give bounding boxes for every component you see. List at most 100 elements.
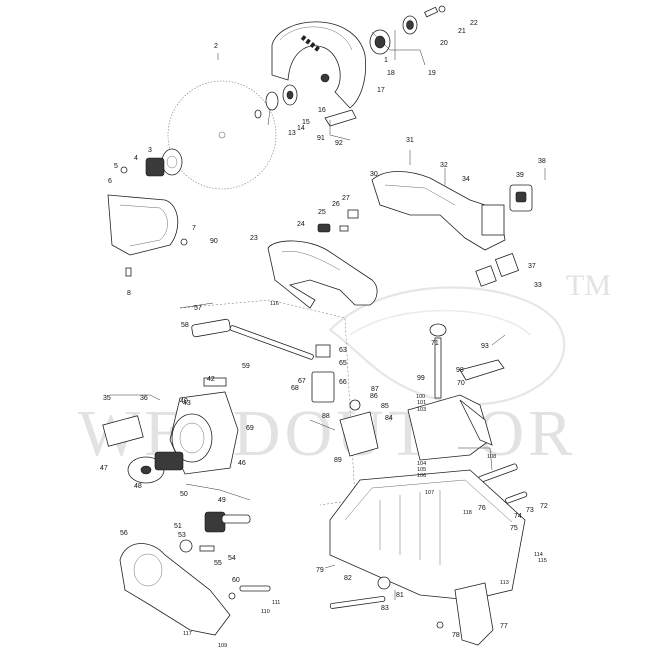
callout-101: 101 [417, 400, 426, 406]
callout-104: 104 [417, 461, 426, 467]
callout-72: 72 [540, 503, 548, 510]
callout-98: 98 [456, 367, 464, 374]
watermark: WELDOUTLOR TM [78, 269, 611, 470]
callout-91: 91 [317, 135, 325, 142]
callout-76: 76 [478, 505, 486, 512]
callout-53: 53 [178, 532, 186, 539]
callout-78: 78 [452, 632, 460, 639]
callout-49: 49 [218, 497, 226, 504]
callout-93: 93 [481, 343, 489, 350]
callout-31: 31 [406, 137, 414, 144]
saw-blade [167, 80, 277, 190]
blade-guard: ∎∎∎∎ [271, 21, 367, 109]
spindle-parts [369, 5, 446, 55]
callout-2: 2 [214, 43, 218, 50]
callout-6: 6 [108, 178, 112, 185]
switch-parts [317, 209, 359, 233]
callout-36: 36 [140, 395, 148, 402]
callout-65: 65 [339, 360, 347, 367]
callout-26: 26 [332, 201, 340, 208]
callout-55: 55 [214, 560, 222, 567]
callout-40: 40 [180, 398, 188, 405]
callout-37: 37 [528, 263, 536, 270]
callout-51: 51 [174, 523, 182, 530]
callout-48: 48 [134, 483, 142, 490]
motor-assembly [102, 391, 239, 484]
callout-90: 90 [210, 238, 218, 245]
callout-42: 42 [207, 376, 215, 383]
callout-81: 81 [396, 592, 404, 599]
callout-54: 54 [228, 555, 236, 562]
callout-1: 1 [384, 57, 388, 64]
callout-74: 74 [514, 513, 522, 520]
callout-8: 8 [127, 290, 131, 297]
watermark-swirl [328, 286, 566, 406]
callout-4: 4 [134, 155, 138, 162]
callout-71: 71 [431, 340, 439, 347]
callout-67: 67 [298, 378, 306, 385]
callout-88: 88 [322, 413, 330, 420]
armature-gears [179, 511, 251, 553]
callout-105: 105 [417, 467, 426, 473]
arm-housing [371, 171, 533, 287]
callout-82: 82 [344, 575, 352, 582]
callout-99: 99 [417, 375, 425, 382]
callout-116: 116 [270, 301, 279, 307]
callout-70: 70 [457, 380, 465, 387]
callout-86: 86 [370, 393, 378, 400]
callout-50: 50 [180, 491, 188, 498]
callout-17: 17 [377, 87, 385, 94]
callout-110: 110 [261, 609, 270, 615]
callout-103: 103 [417, 407, 426, 413]
callout-34: 34 [462, 176, 470, 183]
callout-7: 7 [192, 225, 196, 232]
watermark-tm: TM [566, 269, 611, 302]
callout-46: 46 [238, 460, 246, 467]
callout-33: 33 [534, 282, 542, 289]
left-flange [120, 148, 183, 177]
callout-63: 63 [339, 347, 347, 354]
callout-47: 47 [100, 465, 108, 472]
callout-68: 68 [291, 385, 299, 392]
callout-117: 117 [183, 631, 192, 637]
callout-56: 56 [120, 530, 128, 537]
callout-27: 27 [342, 195, 350, 202]
callout-59: 59 [242, 363, 250, 370]
callout-109: 109 [218, 643, 227, 649]
vise-fence [407, 323, 505, 461]
callout-58: 58 [181, 322, 189, 329]
callout-14: 14 [297, 125, 305, 132]
callout-114: 114 [534, 552, 543, 558]
callout-84: 84 [385, 415, 393, 422]
callout-16: 16 [318, 107, 326, 114]
callout-43: 43 [183, 400, 191, 407]
callout-85: 85 [381, 403, 389, 410]
handle [267, 240, 378, 309]
callout-35: 35 [103, 395, 111, 402]
callout-115: 115 [538, 558, 547, 564]
callout-22: 22 [470, 20, 478, 27]
callout-38: 38 [538, 158, 546, 165]
callout-92: 92 [335, 140, 343, 147]
callout-113: 113 [500, 580, 509, 586]
callout-57: 57 [194, 305, 202, 312]
callout-24: 24 [297, 221, 305, 228]
callout-60: 60 [232, 577, 240, 584]
callout-79: 79 [316, 567, 324, 574]
leader-lines [110, 30, 546, 600]
callout-23: 23 [250, 235, 258, 242]
callout-20: 20 [440, 40, 448, 47]
callout-18: 18 [387, 70, 395, 77]
callout-118: 118 [463, 510, 472, 516]
callout-3: 3 [148, 147, 152, 154]
callout-32: 32 [440, 162, 448, 169]
callout-73: 73 [526, 507, 534, 514]
callout-106: 106 [417, 473, 426, 479]
callout-25: 25 [318, 209, 326, 216]
watermark-swirl-inner [349, 309, 531, 336]
callout-21: 21 [458, 28, 466, 35]
callout-69: 69 [246, 425, 254, 432]
callout-111: 111 [272, 600, 280, 606]
